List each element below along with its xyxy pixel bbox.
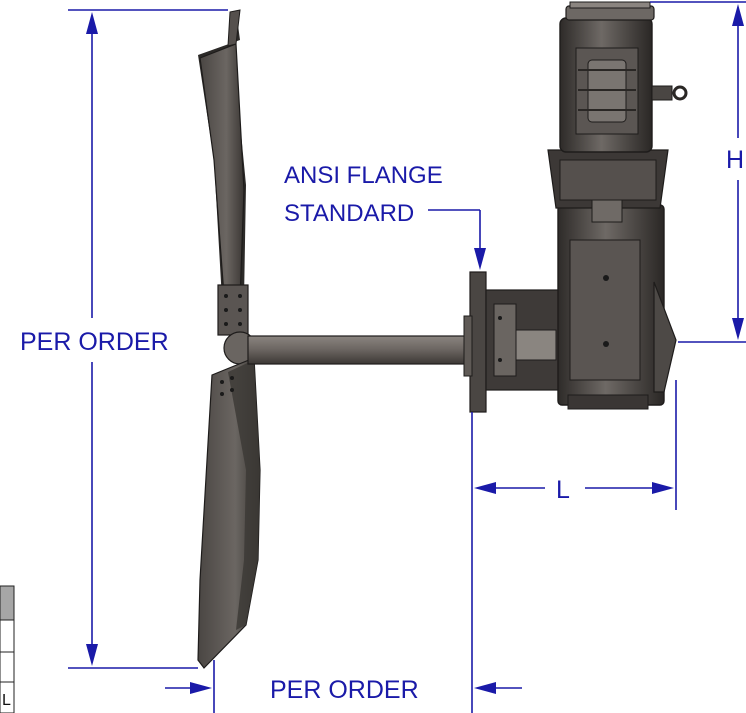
arrow-up bbox=[86, 12, 98, 34]
lower-blade bbox=[197, 357, 261, 669]
length-label: L bbox=[556, 476, 570, 504]
electric-motor bbox=[559, 1, 688, 153]
diameter-label: PER ORDER bbox=[20, 328, 169, 356]
upper-blade bbox=[198, 9, 246, 320]
ansi-flange bbox=[463, 271, 565, 413]
arrow-down bbox=[86, 644, 98, 666]
height-label: H bbox=[726, 146, 744, 174]
length-dimension bbox=[471, 380, 677, 713]
diameter-dimension bbox=[68, 9, 228, 669]
flange-leader bbox=[428, 209, 486, 270]
shaft bbox=[247, 335, 481, 365]
table-cell-l: L bbox=[2, 692, 11, 709]
flange-label-line2: STANDARD bbox=[284, 200, 414, 227]
shaft-length-dimension bbox=[165, 660, 522, 713]
height-dimension bbox=[650, 1, 746, 343]
partial-table bbox=[0, 585, 15, 713]
motor-adapter bbox=[547, 149, 669, 223]
flange-label-line1: ANSI FLANGE bbox=[284, 162, 443, 189]
gearbox bbox=[557, 204, 677, 410]
shaft-length-label: PER ORDER bbox=[270, 676, 419, 704]
